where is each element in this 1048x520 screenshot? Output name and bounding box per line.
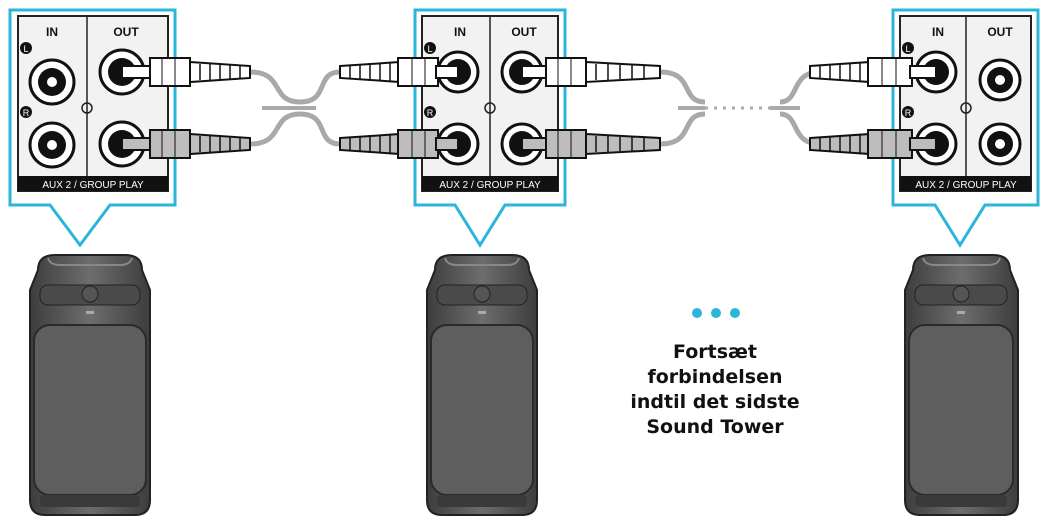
svg-text:L: L (427, 44, 432, 54)
cable-group-2 (659, 69, 821, 147)
continue-note: Fortsæt forbindelsen indtil det sidste S… (630, 341, 800, 438)
dot (711, 308, 721, 318)
dot (730, 308, 740, 318)
rca-plug-grey-in (339, 129, 459, 159)
svg-text:L: L (905, 44, 910, 54)
jack-out-r (978, 122, 1022, 166)
strip-label: AUX 2 / GROUP PLAY (42, 180, 144, 191)
strip-label: AUX 2 / GROUP PLAY (915, 180, 1017, 191)
r-channel-marker: R (902, 106, 914, 118)
speaker-2 (426, 254, 538, 516)
svg-text:L: L (23, 44, 28, 54)
l-channel-marker: L (424, 42, 436, 54)
jack-out-l (978, 58, 1022, 102)
svg-text:R: R (23, 108, 30, 118)
r-channel-marker: R (424, 106, 436, 118)
in-label: IN (454, 25, 466, 39)
continuation-dots (692, 305, 752, 319)
panel-2: AUX 2 / GROUP PLAY IN OUT L R (339, 8, 661, 248)
r-channel-marker: R (20, 106, 32, 118)
rca-plug-grey-in (809, 129, 937, 159)
in-label: IN (932, 25, 944, 39)
out-label: OUT (987, 25, 1013, 39)
l-channel-marker: L (20, 42, 32, 54)
svg-text:R: R (427, 108, 434, 118)
rca-plug-white (121, 57, 251, 87)
dot (692, 308, 702, 318)
panel-3: AUX 2 / GROUP PLAY IN OUT L R (809, 8, 1040, 248)
jack-in-l (28, 58, 76, 106)
in-label: IN (46, 25, 58, 39)
rca-plug-grey-out (521, 129, 661, 159)
rca-plug-white-in (339, 57, 459, 87)
speaker-3 (904, 254, 1019, 516)
panel-1: AUX 2 / GROUP PLAY IN OUT L R (8, 8, 251, 248)
rca-plug-white-out (521, 57, 661, 87)
rca-plug-grey (121, 129, 251, 159)
svg-text:R: R (905, 108, 912, 118)
strip-label: AUX 2 / GROUP PLAY (439, 180, 541, 191)
rca-plug-white-in (809, 57, 937, 87)
cable-group-1 (249, 69, 341, 147)
speaker-1 (29, 254, 151, 516)
out-label: OUT (511, 25, 537, 39)
jack-in-r (28, 121, 76, 169)
out-label: OUT (113, 25, 139, 39)
l-channel-marker: L (902, 42, 914, 54)
